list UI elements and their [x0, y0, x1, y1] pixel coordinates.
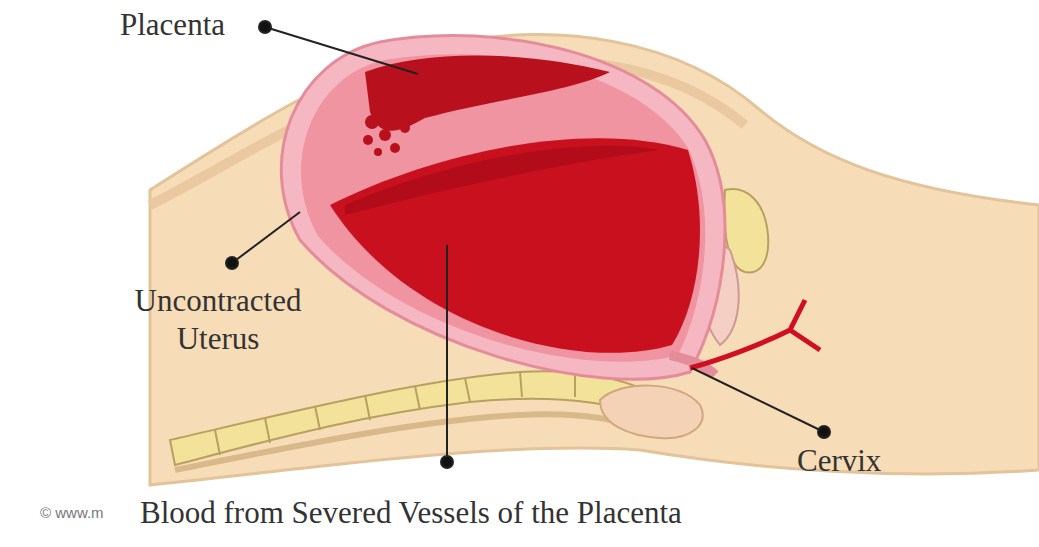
body-outline	[150, 35, 1039, 485]
watermark: © www.m	[40, 504, 104, 521]
vaginal-bleeding	[690, 300, 820, 368]
part-label: Uncontracted Uterus	[118, 282, 318, 358]
uterus-wall	[281, 36, 725, 380]
rectum	[600, 386, 703, 439]
blood-pool	[330, 138, 700, 353]
uterine-cavity	[301, 54, 705, 362]
placenta	[365, 55, 610, 130]
part-label: Placenta	[120, 6, 225, 44]
part-label: Cervix	[797, 442, 881, 480]
blood-highlight	[345, 146, 660, 215]
spinal-canal	[175, 414, 645, 470]
part-label: Blood from Severed Vessels of the Placen…	[140, 494, 682, 532]
leader-lines	[226, 21, 830, 468]
blood-clots	[363, 115, 410, 156]
